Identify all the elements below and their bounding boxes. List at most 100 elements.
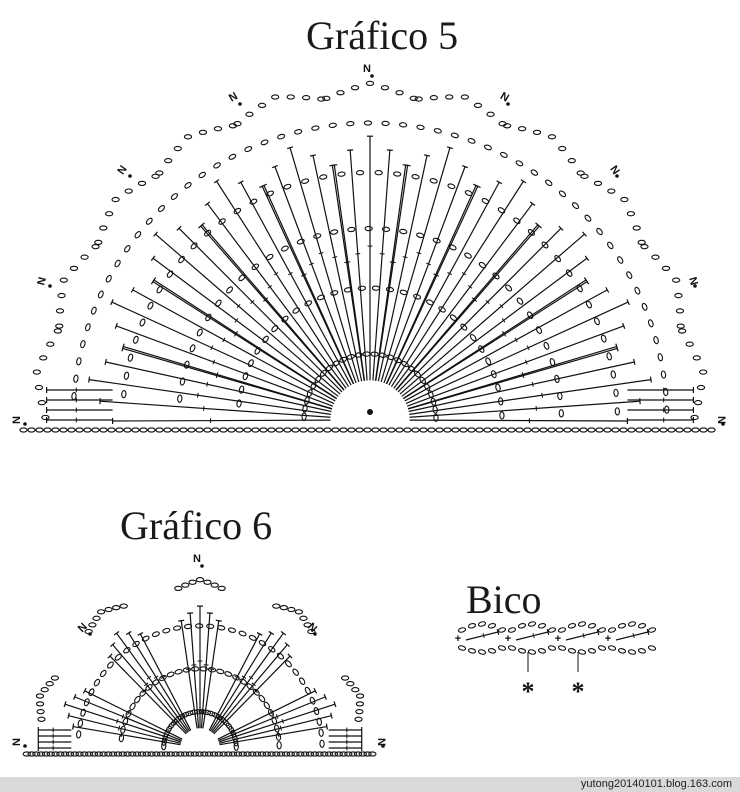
stitch-top-bar (474, 184, 481, 189)
chain-stitch (92, 615, 101, 621)
chain-stitch (181, 711, 190, 718)
chain-stitch (56, 751, 65, 757)
double-crochet-stitch (116, 632, 189, 733)
stitch-tick (472, 297, 477, 302)
chain-stitch (280, 245, 289, 252)
chain-stitch (319, 739, 325, 748)
stitch-top-bar (496, 180, 503, 185)
stitch-tick (206, 381, 209, 387)
turn-marker-n: N (363, 63, 371, 75)
chain-stitch (699, 427, 708, 433)
chain-stitch (292, 668, 300, 676)
chain-stitch (607, 627, 617, 633)
chain-stitch (294, 129, 303, 135)
stitch-top-bar (178, 619, 185, 622)
chain-stitch (414, 96, 423, 102)
stitch-tick (222, 337, 226, 343)
chain-stitch (94, 751, 103, 757)
chain-stitch (183, 623, 193, 630)
chain-stitch (393, 171, 402, 177)
stitch-top-bar (268, 630, 275, 636)
single-crochet-plus: + (505, 633, 511, 645)
stitch-tick (447, 271, 452, 276)
turn-marker-n: N (193, 553, 201, 565)
chain-stitch (543, 341, 550, 350)
chain-stitch (429, 95, 439, 101)
chain-stitch (567, 622, 577, 629)
slip-stitch-dot (88, 632, 92, 636)
chain-stitch (294, 609, 304, 615)
chain-stitch (151, 173, 160, 179)
chain-stitch (587, 648, 597, 654)
chain-stitch (507, 427, 516, 433)
chain-stitch (219, 751, 228, 757)
stitch-top-bar (150, 255, 156, 262)
double-crochet-stitch (263, 185, 355, 385)
chain-stitch (75, 730, 82, 739)
stitch-tick (434, 273, 440, 277)
chain-stitch (537, 648, 547, 654)
chain-stitch (346, 681, 355, 687)
chain-stitch (565, 269, 573, 277)
chain-stitch (467, 427, 476, 433)
chain-stitch (571, 427, 580, 433)
stitch-tick (526, 345, 530, 351)
chain-stitch (176, 751, 185, 757)
chain-stitch (523, 427, 532, 433)
chain-stitch (302, 404, 308, 413)
chain-stitch (416, 124, 425, 131)
chain-stitch (238, 751, 247, 757)
slip-stitch-dot (506, 102, 510, 106)
chain-stitch (80, 340, 86, 349)
chain-stitch (104, 211, 114, 217)
double-crochet-stitch (406, 325, 624, 407)
chain-stitch (57, 292, 66, 299)
chart5-title: Gráfico 5 (306, 13, 459, 58)
stitch-top-bar (199, 222, 205, 228)
chain-stitch (211, 427, 220, 433)
chain-stitch (46, 341, 55, 347)
chain-stitch (675, 308, 685, 314)
chain-stitch (291, 427, 300, 433)
chain-stitch (320, 751, 329, 757)
chain-stitch (460, 94, 469, 100)
chain-stitch (65, 751, 75, 757)
double-crochet-stitch (212, 644, 288, 734)
chain-stitch (168, 721, 175, 730)
chain-stitch (235, 427, 244, 433)
chain-stitch (353, 751, 363, 757)
chain-stitch (260, 139, 269, 146)
stitch-top-bar (446, 146, 454, 150)
stitch-top-bar (605, 286, 610, 293)
stitch-top-bar (284, 642, 291, 648)
chain-stitch (76, 357, 82, 366)
chain-stitch (485, 357, 492, 366)
stitch-top-bar (423, 154, 431, 157)
chain-stitch (37, 716, 46, 722)
chain-stitch (238, 274, 246, 282)
chain-stitch (576, 170, 585, 176)
chain-stitch (497, 645, 507, 651)
chain-stitch (184, 182, 192, 189)
chain-stitch (166, 751, 175, 757)
stitch-tick (142, 689, 147, 694)
double-crochet-stitch (565, 631, 599, 641)
chain-stitch (557, 645, 567, 651)
chain-stitch (104, 751, 113, 757)
chain-stitch (355, 427, 364, 433)
chain-stitch (195, 577, 205, 583)
chain-stitch (627, 427, 636, 433)
double-crochet-stitch (401, 257, 588, 397)
double-crochet-stitch (240, 181, 352, 386)
chain-stitch (647, 627, 657, 633)
chain-stitch (121, 389, 127, 399)
stitch-tick (269, 710, 273, 715)
chain-stitch (319, 174, 328, 180)
double-crochet-stitch (515, 631, 549, 641)
stitch-top-bar (584, 255, 590, 262)
double-crochet-stitch (213, 655, 291, 735)
slip-stitch-dot (23, 744, 27, 748)
chain-stitch (386, 354, 395, 361)
chain-stitch (114, 259, 121, 268)
chain-stitch (368, 751, 377, 757)
